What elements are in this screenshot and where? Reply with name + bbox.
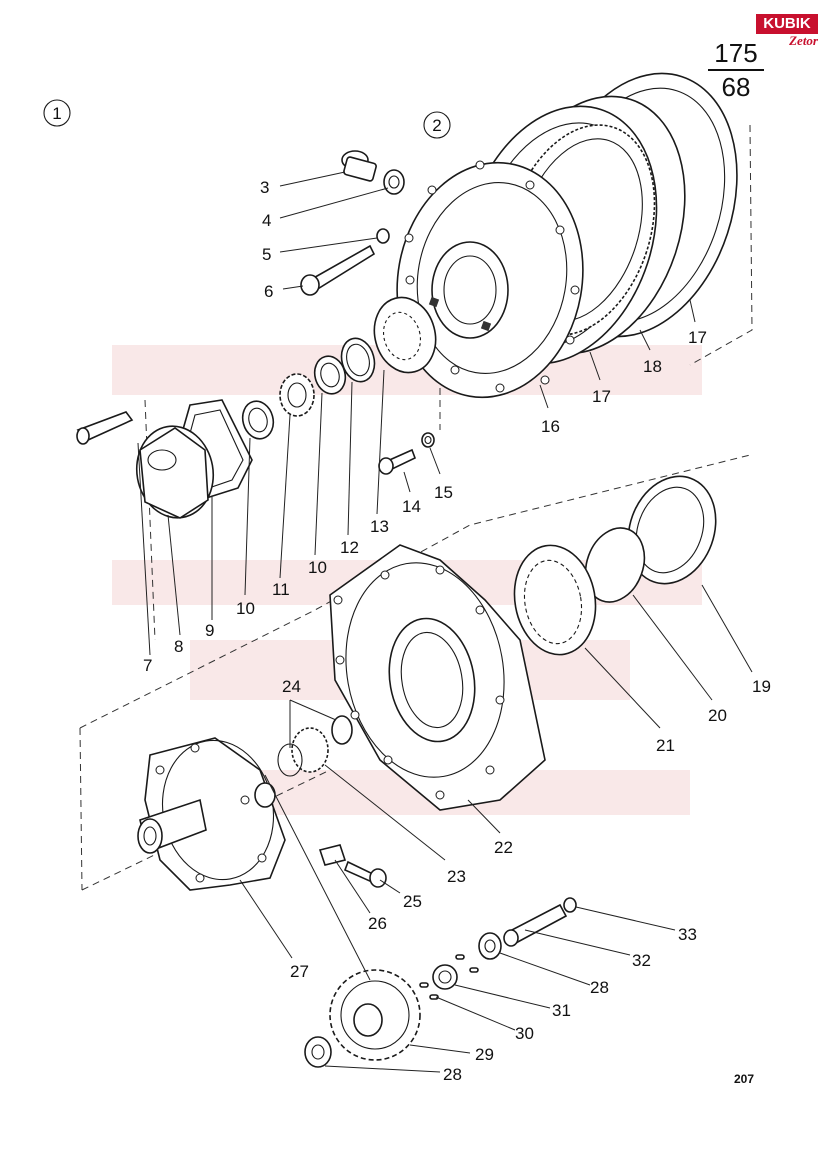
callout-30: 30	[515, 1024, 534, 1043]
callout-28b: 28	[443, 1065, 462, 1084]
part-10-nut-upper	[313, 355, 347, 395]
callout-33: 33	[678, 925, 697, 944]
callout-26: 26	[368, 914, 387, 933]
callout-25: 25	[403, 892, 422, 911]
callout-7: 7	[143, 656, 152, 675]
part-22-housing	[329, 544, 546, 811]
page-code-top: 175	[714, 38, 758, 68]
page-number: 207	[734, 1072, 755, 1086]
page-code-bottom: 68	[721, 72, 751, 102]
page-code-divider	[708, 69, 764, 71]
callout-24: 24	[282, 677, 301, 696]
callout-13: 13	[370, 517, 389, 536]
part-11-lock-washer	[279, 373, 315, 417]
part-3-plug	[341, 150, 377, 182]
leader-lines	[137, 171, 753, 1073]
part-12-ring	[340, 337, 376, 383]
part-19-seal	[627, 475, 717, 585]
part-13-bearing	[373, 296, 437, 374]
callout-16: 16	[541, 417, 560, 436]
callout-8: 8	[174, 637, 183, 656]
callout-14: 14	[402, 497, 421, 516]
page-code: 175 68	[706, 38, 766, 102]
part-10-nut-lower	[241, 400, 275, 440]
callout-18: 18	[643, 357, 662, 376]
part-24-snap-ring	[331, 715, 353, 745]
part-30-needle-rollers	[419, 954, 479, 1000]
callout-4: 4	[262, 211, 271, 230]
callout-31: 31	[552, 1001, 571, 1020]
part-23-pinion	[277, 727, 329, 777]
callout-28a: 28	[590, 978, 609, 997]
group-marker-1: 1	[43, 99, 71, 127]
callout-12: 12	[340, 538, 359, 557]
part-26-lock-plate	[318, 844, 347, 866]
callout-6: 6	[264, 282, 273, 301]
group-marker-2: 2	[423, 111, 451, 139]
callout-17a: 17	[592, 387, 611, 406]
callout-11: 11	[272, 580, 290, 599]
part-8-cover	[135, 425, 215, 519]
callout-3: 3	[260, 178, 269, 197]
callout-21: 21	[656, 736, 675, 755]
kubik-logo: KUBIK Zetor	[756, 14, 818, 48]
part-14-bolt	[378, 448, 417, 475]
callout-10a: 10	[236, 599, 255, 618]
part-7-screw	[76, 411, 134, 445]
callout-22: 22	[494, 838, 513, 857]
callout-23: 23	[447, 867, 466, 886]
part-29-gear	[329, 969, 421, 1061]
callout-15: 15	[434, 483, 453, 502]
part-16-flange	[396, 160, 584, 399]
callout-5: 5	[262, 245, 271, 264]
callout-labels: 3 4 5 6 7 8 9 10 10 11 12 13 14 15 16 17…	[143, 178, 771, 1084]
callout-19: 19	[752, 677, 771, 696]
part-32-pin	[503, 903, 568, 947]
part-20-o-ring	[584, 527, 646, 603]
logo-bottom-text: Zetor	[789, 33, 818, 48]
logo-top-text: KUBIK	[756, 14, 818, 34]
upper-axis	[689, 124, 753, 366]
callout-32: 32	[632, 951, 651, 970]
part-15-washer	[421, 432, 435, 448]
callout-10b: 10	[308, 558, 327, 577]
group-marker-2-text: 2	[432, 116, 441, 135]
part-31-bushing	[432, 964, 458, 990]
part-4-washer	[383, 169, 405, 195]
part-5-lock-ring	[376, 228, 390, 244]
part-25-bolt	[343, 860, 387, 888]
callout-9: 9	[205, 621, 214, 640]
part-6-bolt	[300, 244, 376, 296]
lower-axis-drop	[79, 727, 83, 891]
group-marker-1-text: 1	[52, 104, 61, 123]
callout-29: 29	[475, 1045, 494, 1064]
callout-27: 27	[290, 962, 309, 981]
part-28-washer-upper	[478, 932, 502, 960]
part-33-snap-ring	[563, 897, 577, 913]
part-28-washer-lower	[304, 1036, 332, 1068]
callout-20: 20	[708, 706, 727, 725]
part-27-drive-housing	[137, 737, 286, 891]
callout-17b: 17	[688, 328, 707, 347]
part-21-bearing	[513, 544, 597, 656]
